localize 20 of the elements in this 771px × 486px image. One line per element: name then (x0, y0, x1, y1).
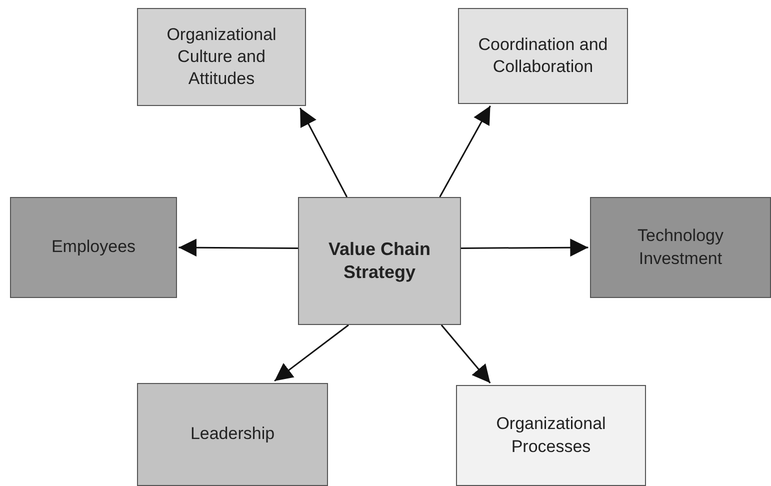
category-box (458, 8, 628, 104)
category-box (137, 383, 328, 486)
category-box (456, 385, 646, 486)
arrow (440, 324, 491, 384)
arrow (178, 238, 298, 257)
box-label: Leadership (189, 423, 276, 446)
category-box (590, 197, 771, 298)
arrow (274, 324, 349, 382)
category-box (10, 197, 177, 298)
arrow (299, 108, 348, 198)
arrow (439, 106, 491, 198)
category-box (137, 8, 306, 106)
box-label: Coordination and Collaboration (477, 34, 609, 78)
box-label: Employees (50, 236, 137, 258)
box-label: Value Chain Strategy (327, 238, 432, 284)
box-label: Organizational Processes (495, 413, 607, 458)
box-label: Technology Investment (636, 225, 724, 270)
central-strategy-box (298, 197, 461, 325)
arrow (461, 238, 588, 257)
box-label: Organizational Culture and Attitudes (166, 24, 278, 90)
